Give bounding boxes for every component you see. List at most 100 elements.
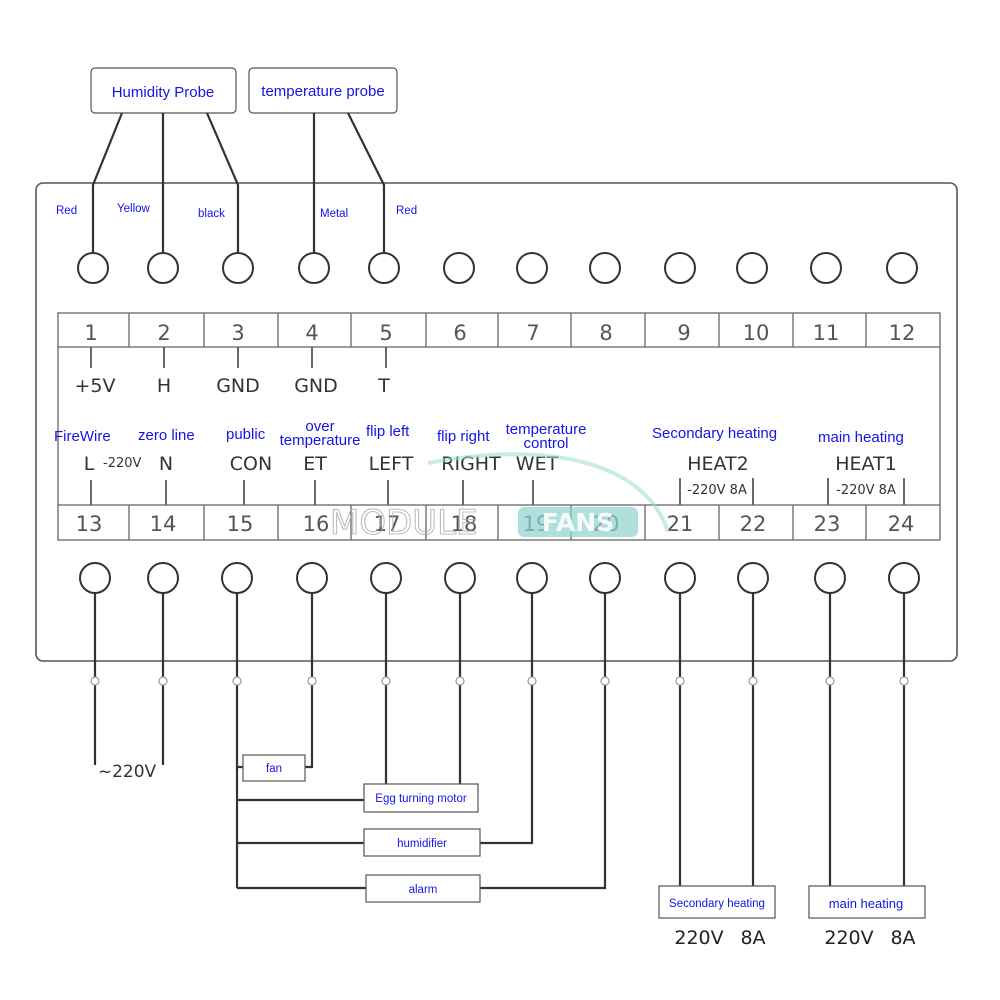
temperature-probe-label: temperature probe	[261, 83, 384, 100]
wire-color-label: Yellow	[117, 203, 151, 215]
terminal-number: 13	[76, 512, 103, 536]
probe-wire-red	[91, 112, 124, 268]
function-label-temperature-control: control	[523, 435, 568, 452]
terminal-19-screw	[516, 562, 548, 594]
terminal-5-screw	[368, 252, 400, 284]
supply-label: ~220V	[98, 762, 157, 782]
secondary-heating-label: Secondary heating	[669, 898, 765, 910]
terminal-1-screw	[77, 252, 109, 284]
label-panel-border	[57, 347, 941, 505]
terminal-number: 5	[379, 321, 392, 345]
signal-label: CON	[230, 453, 272, 475]
terminal-number: 15	[227, 512, 254, 536]
terminal-6-screw	[443, 252, 475, 284]
signal-label: HEAT2	[687, 453, 749, 475]
terminal-8-screw	[589, 252, 621, 284]
function-label-temperature-control: temperature	[506, 421, 587, 438]
wire-color-label: Red	[56, 205, 77, 217]
egg-turning-motor-box	[363, 783, 479, 813]
humidity-control-wire	[480, 578, 534, 845]
common-branches	[237, 765, 366, 890]
main-heating-voltage: 220V	[824, 927, 873, 949]
function-label-over-temperature: temperature	[280, 432, 361, 449]
terminal-number: 10	[743, 321, 770, 345]
fan-label: fan	[266, 763, 282, 775]
function-label-flip-left: flip left	[366, 423, 410, 440]
secondary-heating-box	[658, 885, 776, 919]
wire-color-label: Red	[396, 205, 417, 217]
bottom-signal-ticks	[90, 480, 534, 505]
terminal-number: 1	[84, 321, 97, 345]
secondary-heating-voltage: 220V	[674, 927, 723, 949]
terminal-13-screw	[79, 562, 111, 594]
function-label-main-heating: main heating	[818, 429, 904, 446]
terminal-number: 21	[667, 512, 694, 536]
line-voltage-note: -220V	[103, 456, 142, 471]
signal-label: WET	[516, 453, 559, 475]
top-signal-ticks	[90, 347, 387, 368]
terminal-17-screw	[370, 562, 402, 594]
terminal-number: 18	[451, 512, 478, 536]
alarm-wire	[480, 578, 607, 890]
egg-turning-motor-label: Egg turning motor	[375, 793, 467, 805]
terminal-18-screw	[444, 562, 476, 594]
controller-frame	[35, 182, 958, 662]
probe-wire-black	[205, 112, 240, 268]
terminal-number: 22	[740, 512, 767, 536]
terminal-number: 23	[814, 512, 841, 536]
watermark-brand-box	[518, 507, 638, 537]
terminal-2-screw	[147, 252, 179, 284]
alarm-label: alarm	[409, 884, 438, 896]
signal-label: L	[84, 453, 95, 475]
probe-wire-red-temp	[347, 112, 386, 268]
terminal-number: 4	[305, 321, 318, 345]
terminal-20-screw	[589, 562, 621, 594]
bottom-terminal-strip	[57, 504, 941, 541]
temperature-probe-box	[248, 67, 398, 114]
signal-label: HEAT1	[835, 453, 897, 475]
terminal-number: 2	[157, 321, 170, 345]
function-label-secondary-heating: Secondary heating	[652, 425, 777, 442]
signal-label: GND	[294, 375, 338, 397]
humidity-probe-label: Humidity Probe	[112, 84, 215, 101]
heat1-rating-bracket	[827, 478, 905, 505]
signal-label: LEFT	[369, 453, 414, 475]
top-terminal-strip	[57, 312, 941, 348]
over-temperature-wire	[305, 578, 314, 769]
terminal-number: 17	[374, 512, 401, 536]
function-label-zero-line: zero line	[138, 427, 195, 444]
main-heating-box	[808, 885, 926, 919]
heat2-rating: -220V 8A	[687, 483, 747, 498]
signal-label: GND	[216, 375, 260, 397]
signal-label: ET	[303, 453, 327, 475]
terminal-number: 16	[303, 512, 330, 536]
signal-label: T	[377, 375, 390, 397]
terminal-number: 24	[888, 512, 915, 536]
watermark-brand: MODULE	[330, 503, 478, 543]
alarm-box	[365, 874, 481, 903]
watermark-brand-box-text: FANS	[542, 508, 615, 537]
terminal-24-screw	[888, 562, 920, 594]
signal-label: H	[157, 375, 171, 397]
terminal-number: 6	[453, 321, 466, 345]
humidifier-box	[363, 828, 481, 857]
terminal-number: 12	[889, 321, 916, 345]
signal-label: N	[159, 453, 173, 475]
wire-color-label: Metal	[320, 208, 348, 220]
terminal-16-screw	[296, 562, 328, 594]
terminal-22-screw	[737, 562, 769, 594]
terminal-21-screw	[664, 562, 696, 594]
terminal-4-screw	[298, 252, 330, 284]
watermark-logo: MODULE FANS	[329, 452, 670, 544]
terminal-number: 11	[813, 321, 840, 345]
wire-color-label: black	[198, 208, 225, 220]
wire-exit-nodes	[90, 676, 909, 686]
function-label-over-temperature: over	[305, 418, 334, 435]
terminal-3-screw	[222, 252, 254, 284]
main-heating-label: main heating	[829, 896, 903, 911]
function-label-firewire: FireWire	[54, 428, 111, 445]
terminal-7-screw	[516, 252, 548, 284]
function-label-flip-right: flip right	[437, 428, 490, 445]
humidifier-label: humidifier	[397, 838, 447, 850]
